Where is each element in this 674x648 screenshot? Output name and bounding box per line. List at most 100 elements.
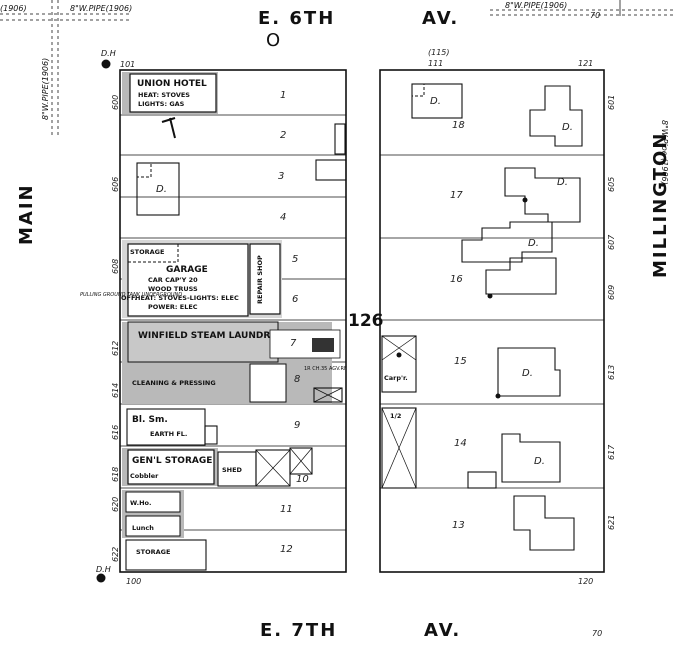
garage-heat: HEAT: STOVES-LIGHTS: ELEC <box>135 294 239 302</box>
pipe-vertical-label: 8"W.PIPE(1906) <box>41 58 50 120</box>
repair-shop-label: REPAIR SHOP <box>256 255 264 304</box>
hydrant-bottom-icon <box>96 573 106 583</box>
lot-11: 11 <box>280 504 293 515</box>
lot-7: 7 <box>290 338 297 349</box>
lot-3: 3 <box>278 171 284 182</box>
pipe-right-label: 8"W.Pipe (1906) <box>660 120 669 185</box>
right-top-mark: 70 <box>590 11 600 20</box>
lot-15: 15 <box>454 356 467 367</box>
svg-text:618: 618 <box>111 467 120 482</box>
east-block <box>379 69 605 573</box>
svg-text:D.: D. <box>557 177 568 188</box>
garage-storage-label: STORAGE <box>130 248 164 256</box>
general-storage-label: GEN'L STORAGE <box>132 456 212 466</box>
svg-text:616: 616 <box>111 425 120 440</box>
svg-text:D.: D. <box>534 456 545 467</box>
garage-capacity: CAR CAP'Y 20 <box>148 276 198 284</box>
lot-10: 10 <box>296 474 309 485</box>
svg-text:D.: D. <box>562 122 573 133</box>
lot-12: 12 <box>280 544 293 555</box>
block-number: 126 <box>348 311 384 331</box>
cleaning-label: CLEANING & PRESSING <box>132 379 216 387</box>
svg-text:1/2: 1/2 <box>390 412 401 420</box>
street-top-name: E. 6TH <box>258 8 335 29</box>
lot-9: 9 <box>294 420 300 431</box>
boiler-note: 1R CH.35 AGV.RF <box>304 366 347 372</box>
lunch-building <box>125 515 181 537</box>
west-lot-numbers: 1 2 3 4 5 6 7 8 9 10 11 12 <box>278 90 309 555</box>
lot-17: 17 <box>450 190 463 201</box>
svg-text:608: 608 <box>111 259 120 274</box>
warehouse-label: W.Ho. <box>130 499 151 507</box>
corner-east-paren: (115) <box>428 48 450 57</box>
svg-text:620: 620 <box>111 497 120 512</box>
svg-text:613: 613 <box>607 365 616 380</box>
street-top-suffix: AV. <box>422 8 459 29</box>
laundry-name: WINFIELD STEAM LAUNDRY <box>138 331 277 341</box>
pipe-top-right-label: 8"W.PIPE(1906) <box>505 1 567 10</box>
warehouse-building <box>125 491 181 513</box>
street-top-mark: O <box>266 30 280 51</box>
garage-power: POWER: ELEC <box>148 303 198 311</box>
svg-text:D.: D. <box>430 96 441 107</box>
svg-text:601: 601 <box>607 95 616 110</box>
svg-text:606: 606 <box>111 177 120 192</box>
svg-text:612: 612 <box>111 341 120 356</box>
side-note: PULLING GROUND TANK UNDERGROUND <box>80 292 182 298</box>
right-bottom-mark: 70 <box>592 629 602 638</box>
lunch-label: Lunch <box>132 524 154 532</box>
west-addresses: 600 606 608 612 614 616 618 620 622 <box>111 95 120 562</box>
svg-text:D.: D. <box>522 368 533 379</box>
hydrant-top-label: D.H <box>101 49 116 58</box>
lot-5: 5 <box>292 254 298 265</box>
svg-text:614: 614 <box>111 383 120 398</box>
lot-16: 16 <box>450 274 463 285</box>
union-hotel-name: UNION HOTEL <box>137 79 207 89</box>
hydrant-top-icon <box>101 59 111 69</box>
lot-6: 6 <box>292 294 298 305</box>
svg-text:600: 600 <box>111 95 120 110</box>
lot-18: 18 <box>452 120 465 131</box>
pipe-top-left-label: 8"W.PIPE(1906) <box>70 4 132 13</box>
svg-text:617: 617 <box>607 444 616 460</box>
general-storage-building <box>127 449 215 485</box>
garage-trucks: WOOD TRUSS <box>148 285 198 293</box>
office-label: OFF. <box>121 294 137 302</box>
svg-text:D.: D. <box>528 238 539 249</box>
svg-text:605: 605 <box>607 177 616 192</box>
shed-label: SHED <box>222 466 243 474</box>
corner-east-top-right: 121 <box>578 59 593 68</box>
street-bottom-suffix: AV. <box>424 620 461 641</box>
street-right-name: MILLINGTON <box>650 132 671 278</box>
svg-text:622: 622 <box>111 547 120 562</box>
street-left-name: MAIN <box>16 183 37 245</box>
dwelling-lot3: D. <box>156 184 167 195</box>
svg-text:609: 609 <box>607 285 616 300</box>
hydrant-bottom-label: D.H <box>96 565 111 574</box>
lot-14: 14 <box>454 438 467 449</box>
blacksmith-label: Bl. Sm. <box>132 415 168 425</box>
corner-east-bottom: 120 <box>578 577 593 586</box>
cobbler-label: Cobbler <box>130 472 159 480</box>
lot-2: 2 <box>280 130 286 141</box>
lot-1: 1 <box>280 90 286 101</box>
lot-4: 4 <box>280 212 286 223</box>
corner-east-top-left: 111 <box>428 59 443 68</box>
corner-west-top: 101 <box>120 60 135 69</box>
corner-west-bottom: 100 <box>126 577 141 586</box>
lot-13: 13 <box>452 520 465 531</box>
garage-name: GARAGE <box>166 265 208 275</box>
storage-bottom-label: STORAGE <box>136 548 170 556</box>
pipe-year-label: (1906) <box>0 4 27 13</box>
carpenter-label: Carp'r. <box>384 374 408 382</box>
earth-floor-label: EARTH FL. <box>150 430 187 438</box>
water-pipes <box>0 0 674 135</box>
lot-8: 8 <box>294 374 300 385</box>
union-hotel-heat: HEAT: STOVES <box>138 91 190 99</box>
storage-bottom-building <box>125 539 207 571</box>
union-hotel-lights: LIGHTS: GAS <box>138 100 185 108</box>
svg-text:621: 621 <box>607 515 616 530</box>
east-lot-numbers: 18 17 16 15 14 13 <box>450 120 467 531</box>
